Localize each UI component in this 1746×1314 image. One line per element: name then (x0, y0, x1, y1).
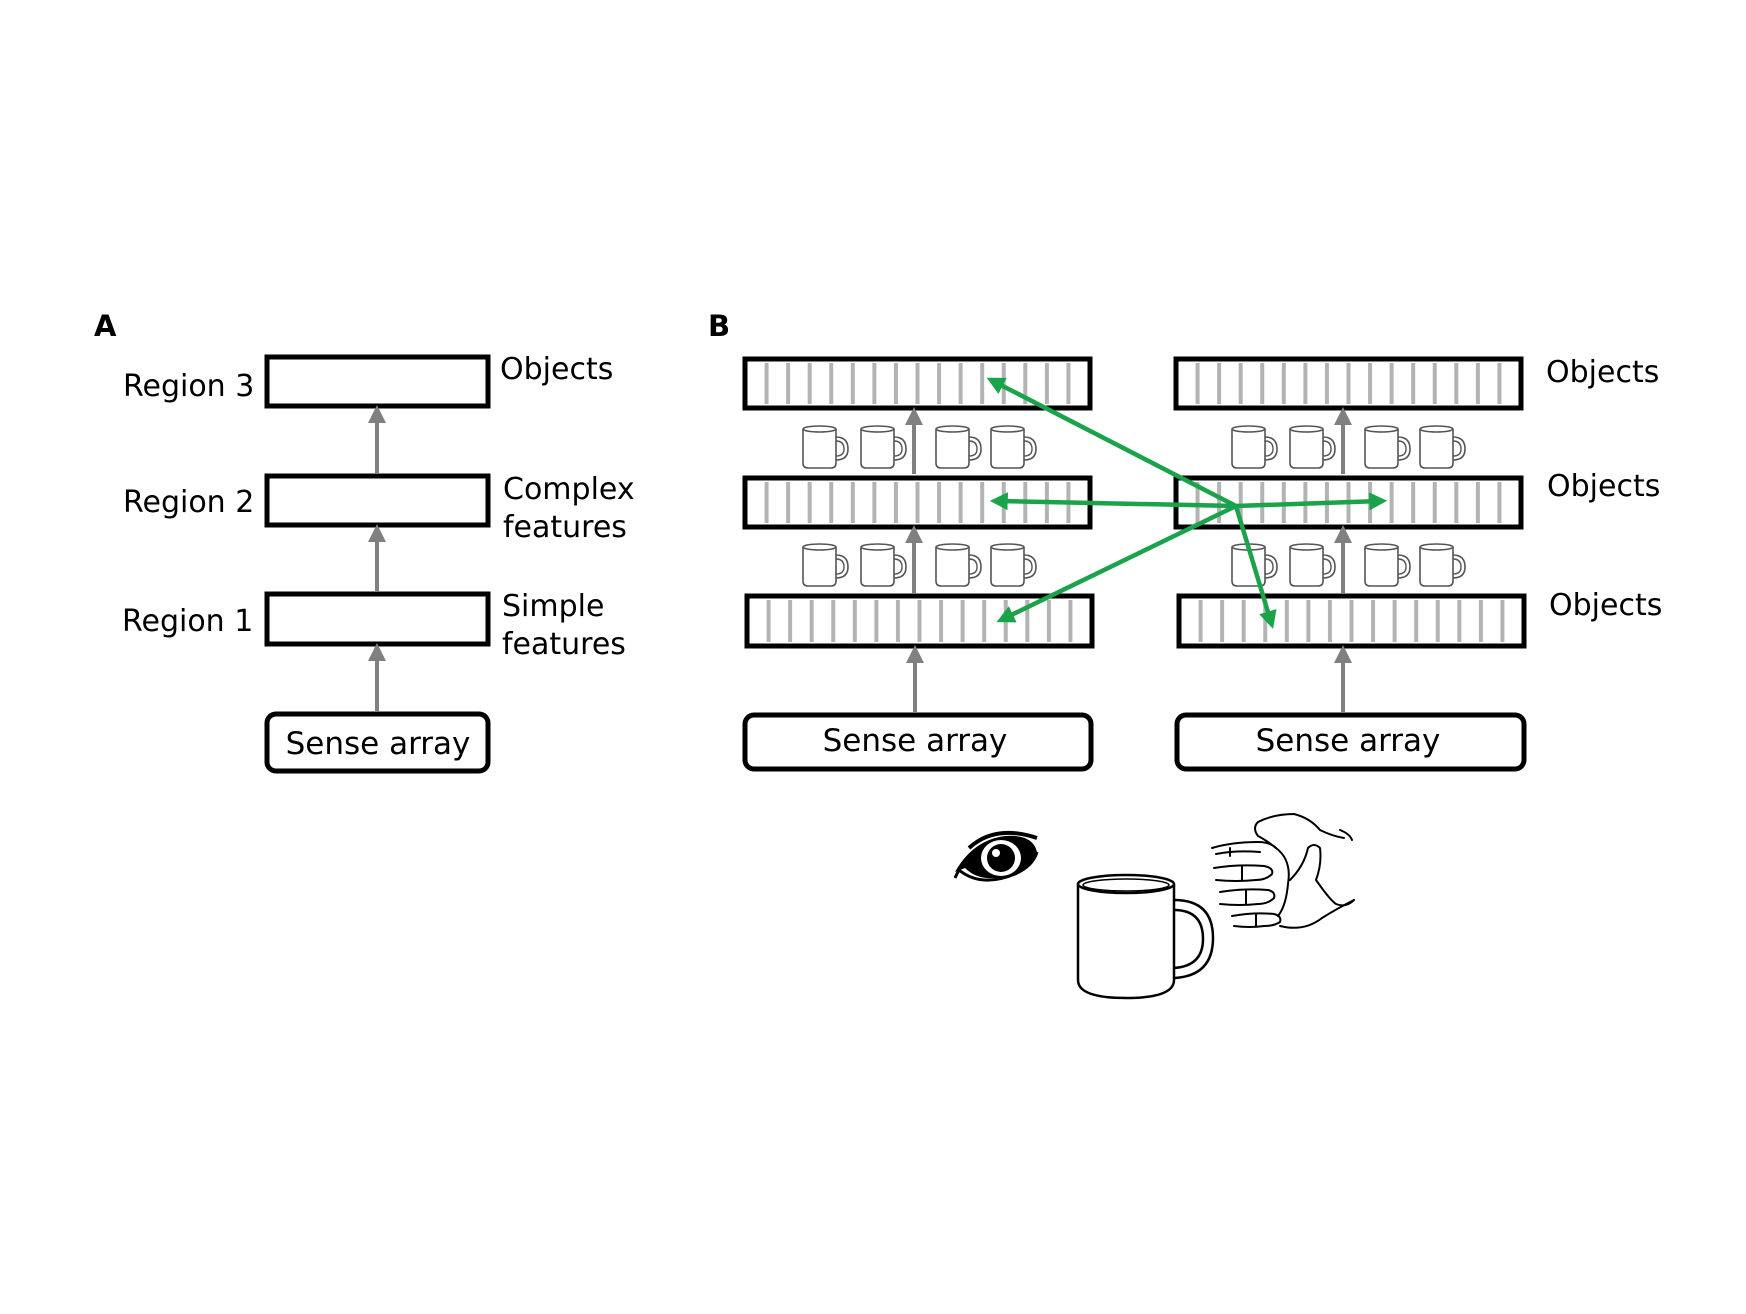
region-1-desc-line2: features (502, 627, 626, 662)
panel-a-label: A (94, 309, 117, 343)
hand-icon (1211, 813, 1355, 929)
region-3-box (264, 354, 491, 409)
panel-a: A Region 3 Region 2 Region 1 Sense array… (94, 309, 635, 774)
region-1-desc-line1: Simple (502, 589, 604, 624)
mug-icon (990, 543, 1037, 587)
mug-row-right-upper (1231, 425, 1466, 469)
mug-icon (1231, 425, 1278, 469)
mug-icon (990, 425, 1037, 469)
mug-icon (1289, 425, 1336, 469)
region-2-desc-line2: features (503, 510, 627, 545)
eye-icon (953, 830, 1039, 882)
lateral-arrow-to-left-middle (989, 492, 1237, 511)
region-2-desc-line1: Complex (503, 472, 635, 507)
layer-1-label: Objects (1549, 588, 1662, 623)
lateral-arrow-to-left-bottom (996, 503, 1237, 623)
sense-array-box-left (742, 712, 1094, 772)
region-2-box (264, 473, 491, 528)
mug-row-left-lower (802, 543, 1037, 587)
mug-icon (1076, 873, 1215, 1000)
lateral-connections (986, 377, 1388, 629)
mug-icon (802, 425, 849, 469)
mug-row-right-lower (1231, 543, 1466, 587)
layer-box-left-layer-3 (742, 356, 1093, 411)
mug-icon (935, 543, 982, 587)
mug-icon (860, 543, 907, 587)
lateral-arrow-to-right-middle (1235, 492, 1388, 511)
region-2-name: Region 2 (123, 485, 254, 520)
mug-icon (860, 425, 907, 469)
layer-2-label: Objects (1547, 469, 1660, 504)
sense-array-label-left: Sense array (823, 723, 1008, 759)
layer-3-label: Objects (1546, 355, 1659, 390)
layer-box-right-layer-3 (1173, 356, 1524, 411)
panel-b: B Sense array Sense array (708, 309, 1662, 1000)
region-3-name: Region 3 (123, 369, 254, 404)
layer-box-right-layer-1 (1176, 593, 1527, 649)
mug-icon (1419, 425, 1466, 469)
mug-icon (935, 425, 982, 469)
region-1-box (264, 591, 491, 647)
mug-row-left-upper (802, 425, 1037, 469)
sense-array-box-right (1174, 712, 1527, 772)
mug-icon (1364, 425, 1411, 469)
region-1-name: Region 1 (122, 604, 253, 639)
sense-array-box-a (264, 711, 491, 774)
mug-icon (1289, 543, 1336, 587)
mug-icon (802, 543, 849, 587)
panel-b-label: B (708, 309, 730, 343)
lateral-arrow-to-left-top (986, 377, 1238, 509)
layer-box-left-layer-1 (744, 593, 1095, 649)
sense-array-label-right: Sense array (1256, 723, 1441, 759)
mug-icon (1364, 543, 1411, 587)
layer-box-left-layer-2 (742, 475, 1093, 530)
sense-array-label-a: Sense array (286, 726, 471, 762)
lateral-arrow-to-right-bottom (1233, 505, 1277, 629)
region-3-desc: Objects (500, 352, 613, 387)
mug-icon (1419, 543, 1466, 587)
